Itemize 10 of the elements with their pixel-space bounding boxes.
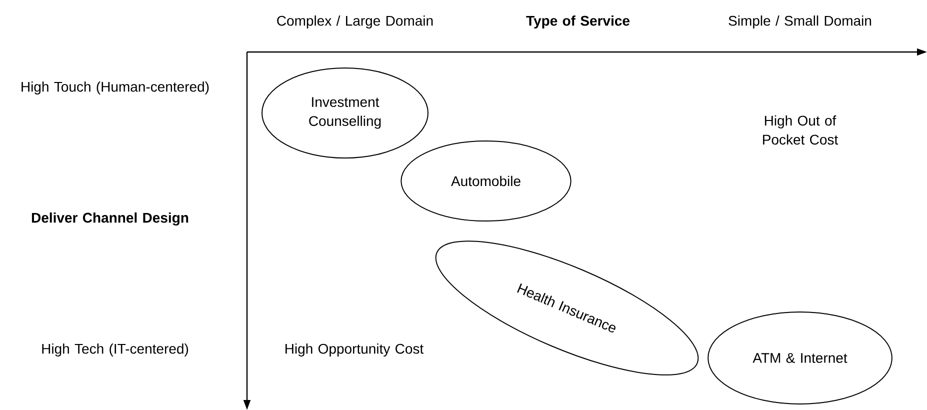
oval: Investment Counselling (262, 68, 428, 158)
axis-label: Complex / Large Domain (277, 15, 433, 29)
axis-label: Simple / Small Domain (728, 15, 872, 29)
axis-title: Deliver Channel Design (32, 212, 188, 226)
oval: Automobile (400, 140, 572, 222)
oval: ATM & Internet (708, 312, 892, 404)
axis-label: High Touch (Human-centered) (22, 81, 209, 95)
axis-label: High Out of Pocket Cost (763, 115, 838, 145)
axis-label: High Tech (IT-centered) (42, 343, 188, 357)
axis-title: Type of Service (526, 15, 630, 29)
